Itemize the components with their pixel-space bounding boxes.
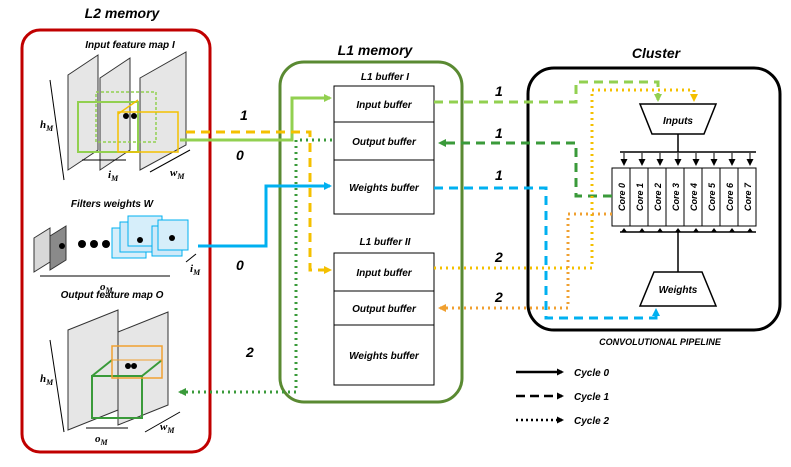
legend-cycle-1: Cycle 1 xyxy=(574,392,609,403)
output-fm-w-label: wM xyxy=(160,421,175,435)
arrow-weights-l2-to-l1b1 xyxy=(198,182,332,248)
label-cluster-l1-out-1: 1 xyxy=(495,125,503,141)
core-weight-arrowhead xyxy=(621,228,627,232)
pipeline-label: CONVOLUTIONAL PIPELINE xyxy=(599,337,722,347)
cluster-title: Cluster xyxy=(632,45,682,61)
core-weight-arrowhead xyxy=(675,228,681,232)
l1b1-input-label: Input buffer xyxy=(356,100,412,111)
core-weight-arrowhead xyxy=(657,228,663,232)
l1b1-weights-label: Weights buffer xyxy=(349,183,420,194)
input-fm-w-label: wM xyxy=(170,167,185,181)
label-l1-w-cluster-1: 1 xyxy=(495,167,503,183)
l1-buffer1-title: L1 buffer I xyxy=(361,72,409,83)
arrow-l1b2-input-to-cluster xyxy=(434,88,698,270)
core-arrows xyxy=(620,153,754,232)
core-weight-arrowhead xyxy=(711,228,717,232)
label-cycle-output-2: 2 xyxy=(245,344,254,360)
input-feature-map xyxy=(49,51,191,181)
core-weight-arrowhead xyxy=(729,228,735,232)
core-label: Core 3 xyxy=(671,183,681,211)
data-transfer-arrows: 1 0 0 2 1 1 1 2 2 xyxy=(178,80,698,396)
core-label: Core 2 xyxy=(653,183,663,211)
core-label: Core 5 xyxy=(707,182,717,211)
l1b1-output-label: Output buffer xyxy=(352,137,417,148)
l1b1-weights-buffer xyxy=(333,159,435,215)
output-fm-o-label: oM xyxy=(95,433,109,447)
l1-title: L1 memory xyxy=(338,42,414,58)
l1-memory-block: L1 memory L1 buffer I Input buffer Outpu… xyxy=(278,42,464,404)
arrow-cluster-to-l1b2-output xyxy=(438,212,612,312)
core-label: Core 4 xyxy=(689,183,699,211)
label-l1-in-cluster-1: 1 xyxy=(495,83,503,99)
label-cycle-input-1: 1 xyxy=(240,107,248,123)
label-l1b2-out-2: 2 xyxy=(494,289,503,305)
core-array: Core 0 Core 1 Core 2 Core 3 Core 4 Core 5 Core… xyxy=(611,167,757,227)
l1-border xyxy=(278,60,464,404)
input-fm-h-label: hM xyxy=(40,119,54,133)
l2-memory-block: L2 memory Input feature map I hM iM wM F… xyxy=(20,5,212,454)
weights-label: Weights xyxy=(659,285,698,296)
l2-title: L2 memory xyxy=(85,5,161,21)
arrow-cluster-to-l1b1-output xyxy=(438,139,612,198)
label-cycle-input-0: 0 xyxy=(236,147,244,163)
core-cell xyxy=(737,167,757,227)
arrow-output-l1b1-to-l2 xyxy=(178,138,332,396)
arrow-l1b1-input-to-cluster xyxy=(434,80,662,104)
filters-i-label: iM xyxy=(190,263,201,277)
arrow-input-l2-to-l1b2 xyxy=(186,130,332,274)
core-weight-arrowhead xyxy=(639,228,645,232)
l2-border xyxy=(20,28,212,454)
legend: Cycle 0 Cycle 1 Cycle 2 xyxy=(516,368,609,427)
l1b2-output-label: Output buffer xyxy=(352,304,417,315)
l1b2-input-label: Input buffer xyxy=(356,268,412,279)
arrow-l1b1-weights-to-cluster xyxy=(434,186,660,320)
inputs-unit xyxy=(638,103,718,135)
inputs-label: Inputs xyxy=(663,116,693,127)
weights-unit xyxy=(638,271,718,307)
cluster-border xyxy=(526,66,782,332)
input-fm-i-label: iM xyxy=(108,169,119,183)
filters-title: Filters weights W xyxy=(71,199,155,210)
l1b2-output-buffer xyxy=(333,290,435,326)
l1b2-weights-buffer xyxy=(333,324,435,386)
core-label: Core 7 xyxy=(743,182,753,211)
output-feature-map xyxy=(49,309,181,433)
l1b1-output-buffer xyxy=(333,121,435,161)
label-l1b2-in-2: 2 xyxy=(494,249,503,265)
input-fm-title: Input feature map I xyxy=(85,40,175,51)
filters-o-label: oM xyxy=(100,281,114,295)
l1b2-weights-label: Weights buffer xyxy=(349,351,420,362)
core-label: Core 6 xyxy=(725,182,735,211)
filter-weights xyxy=(33,215,197,277)
core-label: Core 1 xyxy=(635,183,645,211)
core-weight-arrowhead xyxy=(693,228,699,232)
l1b2-input-buffer xyxy=(333,252,435,292)
output-fm-h-label: hM xyxy=(40,373,54,387)
legend-cycle-0: Cycle 0 xyxy=(574,368,609,379)
core-label: Core 0 xyxy=(617,183,627,211)
label-cycle-weights-0: 0 xyxy=(236,257,244,273)
legend-cycle-2: Cycle 2 xyxy=(574,416,609,427)
l1-buffer2-title: L1 buffer II xyxy=(360,237,411,248)
core-weight-arrowhead xyxy=(747,228,753,232)
output-fm-title: Output feature map O xyxy=(61,290,164,301)
l1b1-input-buffer xyxy=(333,85,435,123)
arrow-input-l2-to-l1b1 xyxy=(180,94,332,142)
